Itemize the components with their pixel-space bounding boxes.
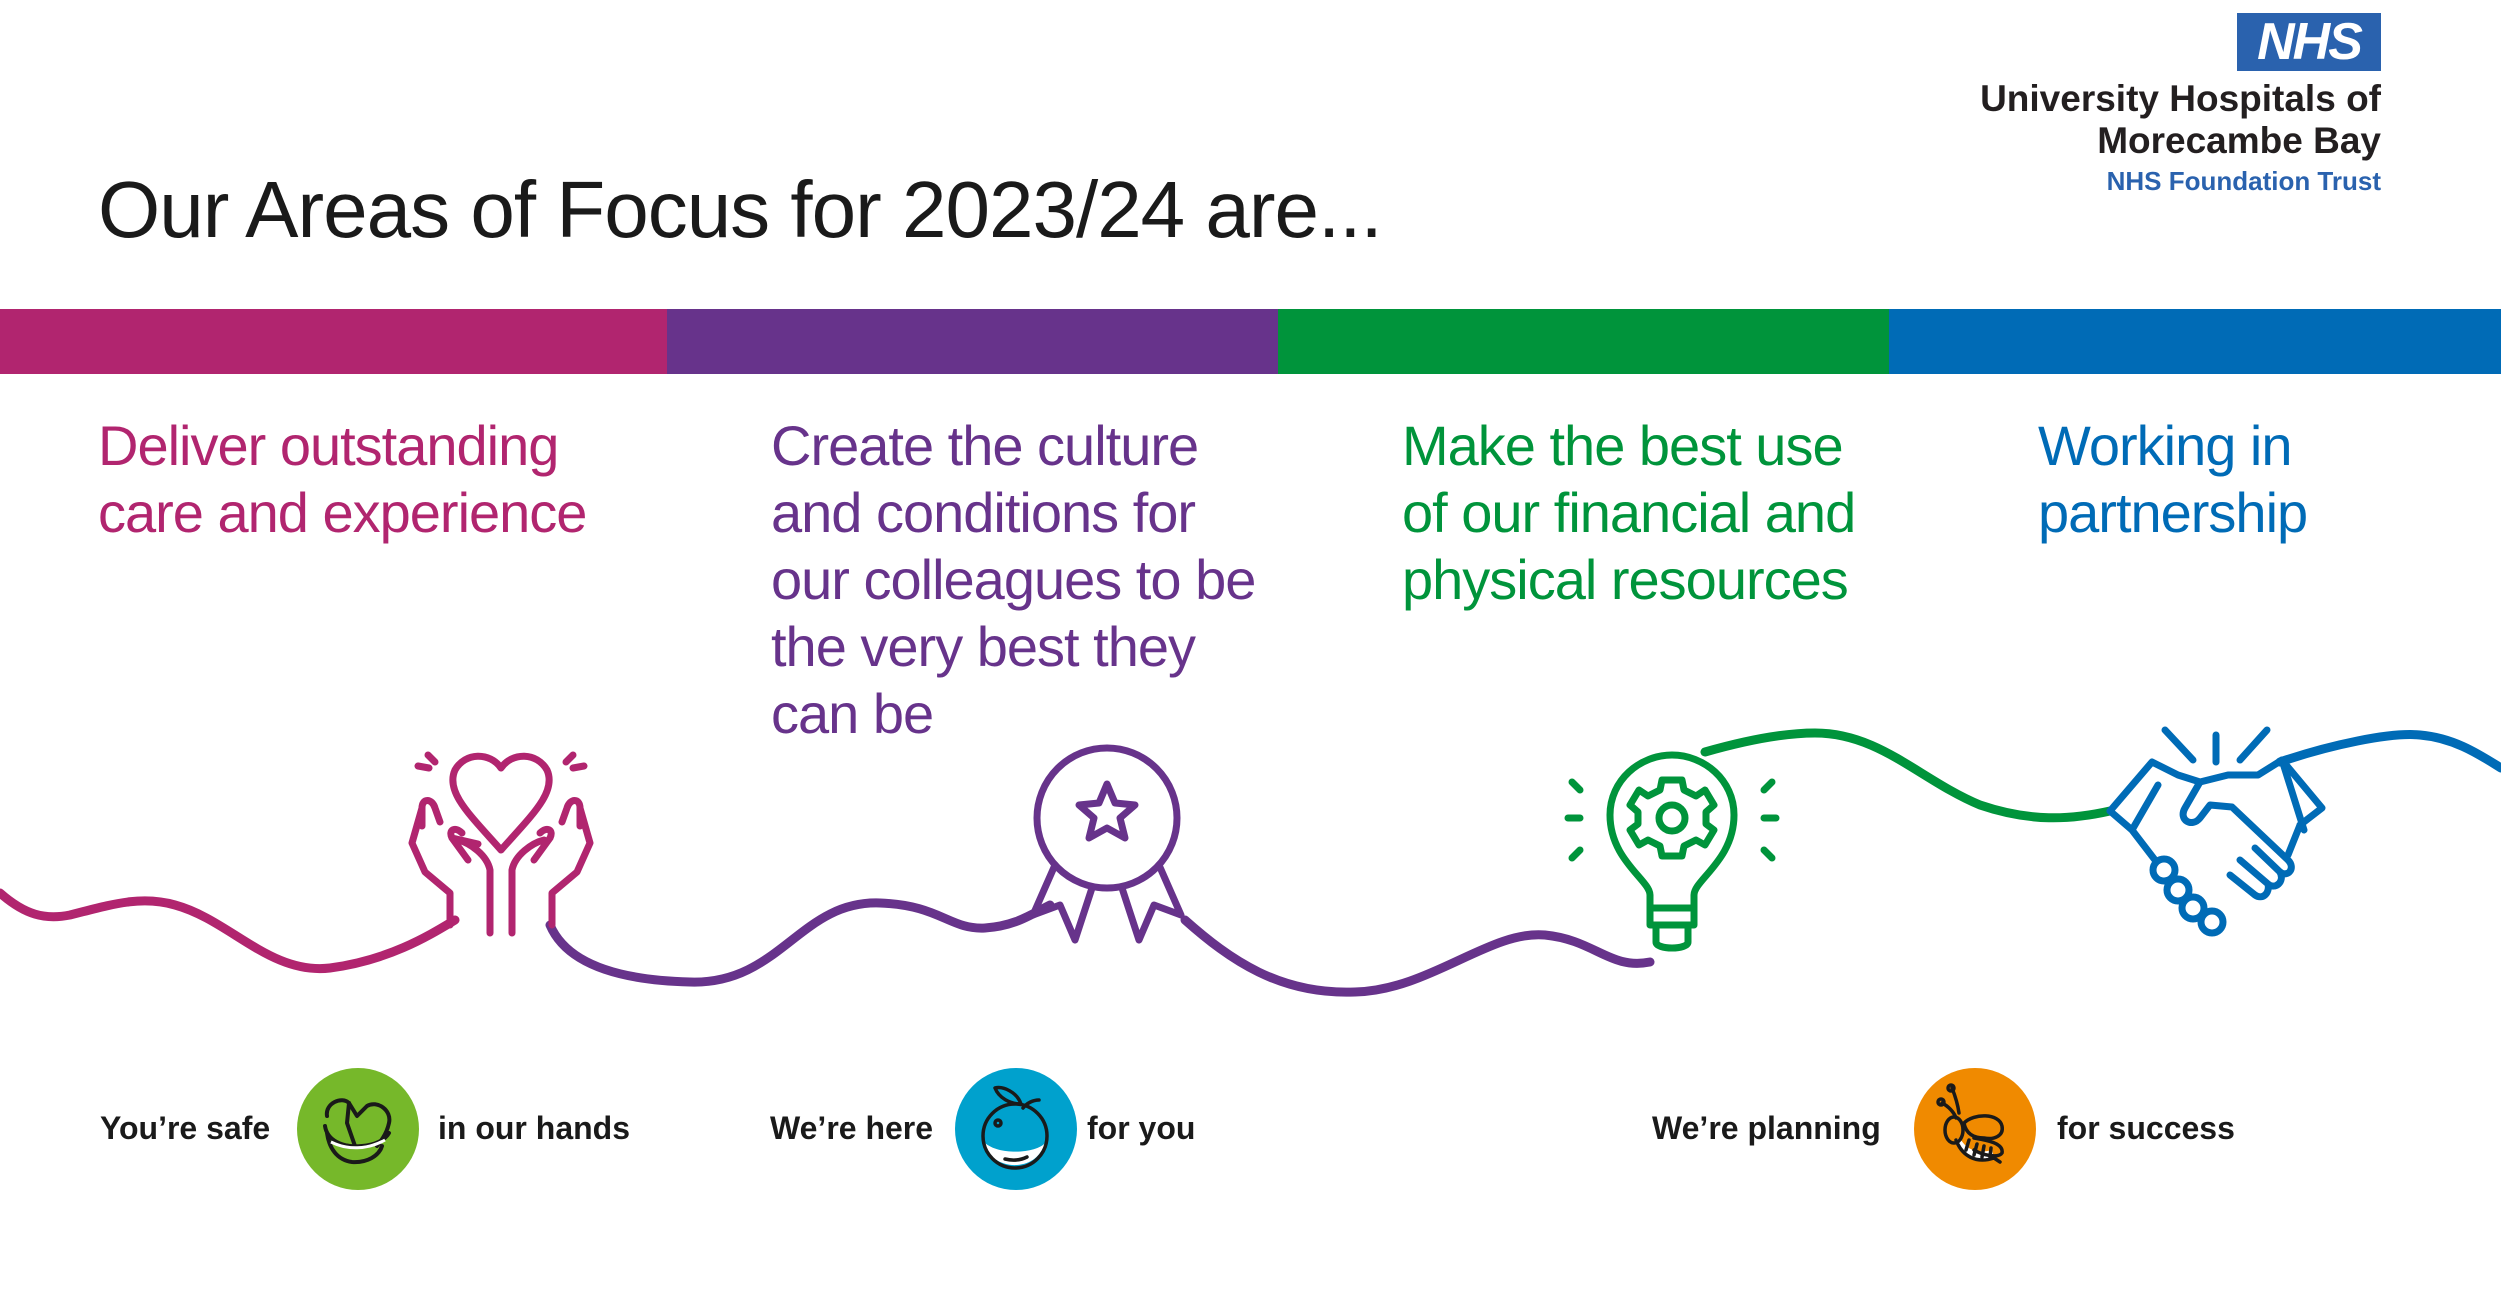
color-bar-green xyxy=(1278,309,1889,374)
bee-icon xyxy=(1936,1083,2004,1164)
area-heading-care: Deliver outstanding care and experience xyxy=(98,414,587,544)
value-safe-badge xyxy=(297,1068,419,1190)
wave-line-green xyxy=(1700,728,2115,823)
value-here-after: for you xyxy=(1087,1110,1196,1146)
lightbulb-gear-icon xyxy=(1564,751,1780,952)
org-name-line2: Morecambe Bay xyxy=(2097,120,2381,161)
area-heading-resources: Make the best use of our financial and p… xyxy=(1402,414,1856,611)
value-safe-before: You’re safe xyxy=(100,1110,271,1146)
wave-line-blue xyxy=(2275,730,2501,773)
value-planning-badge xyxy=(1914,1068,2036,1190)
hands-holding-icon xyxy=(323,1098,392,1165)
wave-line-magenta xyxy=(0,888,460,974)
area-heading-culture: Create the culture and conditions for ou… xyxy=(771,414,1256,745)
award-star-icon xyxy=(1029,744,1185,944)
org-name-line1: University Hospitals of xyxy=(1980,78,2381,119)
area-heading-partnership: Working in partnership xyxy=(2038,414,2308,544)
color-bar-magenta xyxy=(0,309,667,374)
color-bar-blue xyxy=(1889,309,2501,374)
wave-line-purple xyxy=(545,898,1055,987)
value-safe-after: in our hands xyxy=(438,1110,630,1146)
nhs-logo-badge: NHS xyxy=(2237,13,2381,71)
value-here-badge xyxy=(955,1068,1077,1190)
color-bar-purple xyxy=(667,309,1278,374)
hands-heart-icon xyxy=(408,751,594,937)
value-planning-before: We’re planning xyxy=(1652,1110,1881,1146)
apple-icon xyxy=(981,1085,1049,1170)
value-planning-after: for success xyxy=(2057,1110,2235,1146)
handshake-icon xyxy=(2106,726,2326,937)
page-title: Our Areas of Focus for 2023/24 are... xyxy=(98,165,1383,254)
org-name-line3: NHS Foundation Trust xyxy=(2106,166,2381,196)
value-here-before: We’re here xyxy=(770,1110,934,1146)
wave-line-purple-2 xyxy=(1180,915,1655,997)
